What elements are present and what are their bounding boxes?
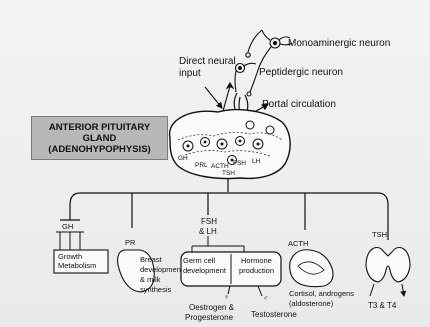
adrenal-shape <box>290 250 333 287</box>
branch-tsh-label: TSH <box>372 230 387 239</box>
male-symbol: ♂ <box>263 295 268 302</box>
branch-fsh-lh: FSH & LH Germ cell development Hormone p… <box>181 217 297 322</box>
direct-input-label-line1: Direct neural <box>179 56 236 67</box>
portal-label: Portal circulation <box>262 99 336 110</box>
gland-title-box: ANTERIOR PITUITARY GLAND (ADENOHYPOPHYSI… <box>31 116 168 160</box>
cortisol-label-2: (aldosterone) <box>289 299 334 308</box>
branch-gh-label: GH <box>62 222 73 231</box>
gland-label-tsh: TSH <box>222 170 235 177</box>
metabolism-label: Metabolism <box>58 261 96 270</box>
germ-cell-label-1: Germ cell <box>183 256 215 265</box>
neuron-labels: Monoaminergic neuron Peptidergic neuron … <box>179 38 390 110</box>
direct-input-label-line2: input <box>179 68 201 79</box>
breast-label-2: development <box>140 265 184 274</box>
branch-acth-label: ACTH <box>288 239 308 248</box>
branch-fsh-label: FSH <box>201 217 217 226</box>
gland-label-lh: LH <box>252 158 261 165</box>
germ-cell-label-2: development <box>183 266 227 275</box>
peptidergic-axon <box>235 71 236 92</box>
gland-label-gh: GH <box>178 155 188 162</box>
branch-gh: GH Growth Metabolism <box>54 222 108 273</box>
monoaminergic-label: Monoaminergic neuron <box>288 38 390 49</box>
monoaminergic-terminal <box>247 92 251 96</box>
output-tree <box>60 178 388 240</box>
hormone-label-1: Hormone <box>241 256 272 265</box>
growth-label: Growth <box>58 252 82 261</box>
gland-title-line1: ANTERIOR PITUITARY <box>49 122 150 133</box>
branch-lh-label: & LH <box>199 227 217 236</box>
female-symbol: ♀ <box>224 294 229 301</box>
branch-pr: PR Breast development & milk synthesis <box>118 238 184 294</box>
cortisol-label-1: Cortisol, androgens <box>289 289 354 298</box>
breast-label-4: synthesis <box>140 285 172 294</box>
breast-label-1: Breast <box>140 255 163 264</box>
testosterone-label: Testosterone <box>251 310 297 319</box>
gland-title-line3: (ADENOHYPOPHYSIS) <box>48 144 150 155</box>
breast-label-3: & milk <box>140 275 161 284</box>
output-crossbar <box>70 193 388 205</box>
gland-outline <box>170 110 291 179</box>
gland-label-prl: PRL <box>195 162 208 169</box>
gland-title-line2: GLAND <box>83 133 117 144</box>
oestrogen-label-2: Progesterone <box>185 313 234 322</box>
peptidergic-neuron <box>235 63 256 92</box>
gland-body <box>170 110 291 179</box>
thyroid-shape <box>366 248 410 283</box>
t3-t4-label: T3 & T4 <box>368 301 397 310</box>
hormone-label-2: production <box>239 266 274 275</box>
oestrogen-label-1: Oestrogen & <box>189 303 235 312</box>
gland-label-fsh: FSH <box>233 160 246 167</box>
gland-label-acth: ACTH <box>211 163 229 170</box>
branch-tsh: TSH T3 & T4 <box>366 230 410 310</box>
peptidergic-label: Peptidergic neuron <box>259 67 343 78</box>
branch-pr-label: PR <box>125 238 136 247</box>
direct-input-arrow <box>205 87 222 108</box>
branch-acth: ACTH Cortisol, androgens (aldosterone) <box>288 239 354 308</box>
